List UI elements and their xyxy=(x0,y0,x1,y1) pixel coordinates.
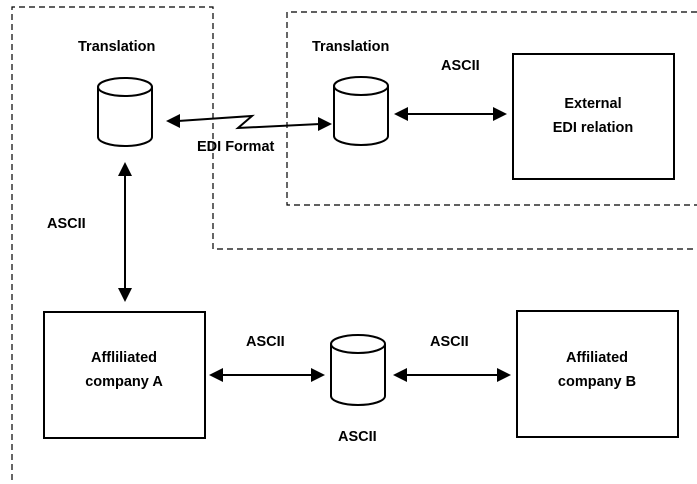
ascii-label-vertical: ASCII xyxy=(47,216,86,232)
translation-label-left: Translation xyxy=(78,39,155,55)
company-a-line1: Affliliated xyxy=(91,350,157,366)
external-edi-relation-box: External EDI relation xyxy=(512,53,675,180)
right-translation-database-icon xyxy=(333,76,389,146)
ascii-label-db-b: ASCII xyxy=(430,334,469,350)
ascii-label-a-db: ASCII xyxy=(246,334,285,350)
ascii-label-db-below: ASCII xyxy=(338,429,377,445)
company-b-line2: company B xyxy=(558,374,636,390)
db-company-b-arrow xyxy=(393,368,511,382)
left-translation-database-icon xyxy=(97,77,153,147)
company-a-db-arrow xyxy=(209,368,325,382)
ascii-label-external: ASCII xyxy=(441,58,480,74)
vertical-ascii-arrow xyxy=(118,162,132,302)
company-a-line2: company A xyxy=(85,374,163,390)
company-b-line1: Affiliated xyxy=(566,350,628,366)
company-b-box: Affiliated company B xyxy=(516,310,679,438)
external-ascii-arrow xyxy=(394,107,507,121)
translation-label-right: Translation xyxy=(312,39,389,55)
external-box-line2: EDI relation xyxy=(553,120,634,136)
left-boundary xyxy=(11,6,697,480)
company-a-box: Affliliated company A xyxy=(43,311,206,439)
external-box-line1: External xyxy=(564,96,621,112)
shared-database-icon xyxy=(330,334,386,406)
edi-format-arrow xyxy=(166,114,332,131)
edi-format-label: EDI Format xyxy=(197,139,275,155)
right-boundary xyxy=(286,11,697,206)
